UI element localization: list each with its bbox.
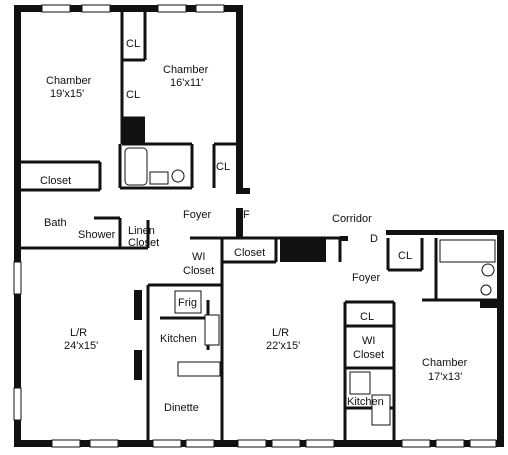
stove-icon-2 (349, 371, 371, 395)
bathtub-icon (124, 147, 148, 186)
door-label-f: F (243, 209, 250, 221)
room-label-chamber-2: Chamber (163, 64, 209, 76)
room-size-chamber-1: 19'x15' (50, 88, 84, 100)
wi-closet-label-1a: WI (192, 251, 205, 263)
closet-label-cl-2: CL (126, 89, 140, 101)
wi-closet-label-2a: WI (362, 335, 375, 347)
closet-label-closet-2: Closet (234, 247, 265, 259)
room-label-lr-1: L/R (70, 327, 87, 339)
wi-closet-label-2b: Closet (353, 349, 384, 361)
bathtub-icon-2 (439, 239, 496, 263)
closet-label-cl-5: CL (360, 311, 374, 323)
sink-icon-2 (481, 263, 495, 277)
room-label-chamber-1: Chamber (46, 75, 92, 87)
room-label-kitchen-1: Kitchen (160, 333, 197, 345)
door-label-d: D (370, 233, 378, 245)
room-label-corridor: Corridor (332, 213, 372, 225)
interior-walls (21, 12, 500, 440)
stove-icon (204, 314, 220, 346)
structural-blocks (122, 118, 497, 380)
room-label-foyer-1: Foyer (183, 209, 211, 221)
closet-label-cl-1: CL (126, 38, 140, 50)
room-size-lr-2: 22'x15' (266, 340, 300, 352)
room-label-shower: Shower (78, 229, 116, 241)
windows (13, 4, 497, 448)
wi-closet-label-1b: Closet (183, 265, 214, 277)
linen-closet-label-1: Linen (128, 225, 155, 237)
counter-icon-2 (371, 394, 391, 426)
closet-label-closet-1: Closet (40, 175, 71, 187)
closet-label-cl-4: CL (398, 250, 412, 262)
sink-icon (149, 171, 169, 185)
closet-label-cl-3: CL (216, 161, 230, 173)
linen-closet-label-2: Closet (128, 237, 159, 249)
appliance-label-frig: Frig (178, 297, 197, 309)
room-size-chamber-3: 17'x13' (428, 371, 462, 383)
room-size-lr-1: 24'x15' (64, 340, 98, 352)
toilet-icon-2 (480, 284, 492, 296)
counter-icon (177, 361, 221, 377)
toilet-icon (171, 169, 185, 183)
room-size-chamber-2: 16'x11' (170, 77, 203, 89)
refrigerator-icon (174, 290, 202, 314)
room-label-dinette: Dinette (164, 402, 199, 414)
room-label-foyer-2: Foyer (352, 272, 380, 284)
room-label-kitchen-2: Kitchen (347, 396, 384, 408)
room-label-bath: Bath (44, 217, 67, 229)
room-label-chamber-3: Chamber (422, 357, 468, 369)
room-label-lr-2: L/R (272, 327, 289, 339)
fixtures (124, 147, 496, 426)
room-labels: Chamber 19'x15' Chamber 16'x11' CL CL CL… (40, 38, 468, 414)
